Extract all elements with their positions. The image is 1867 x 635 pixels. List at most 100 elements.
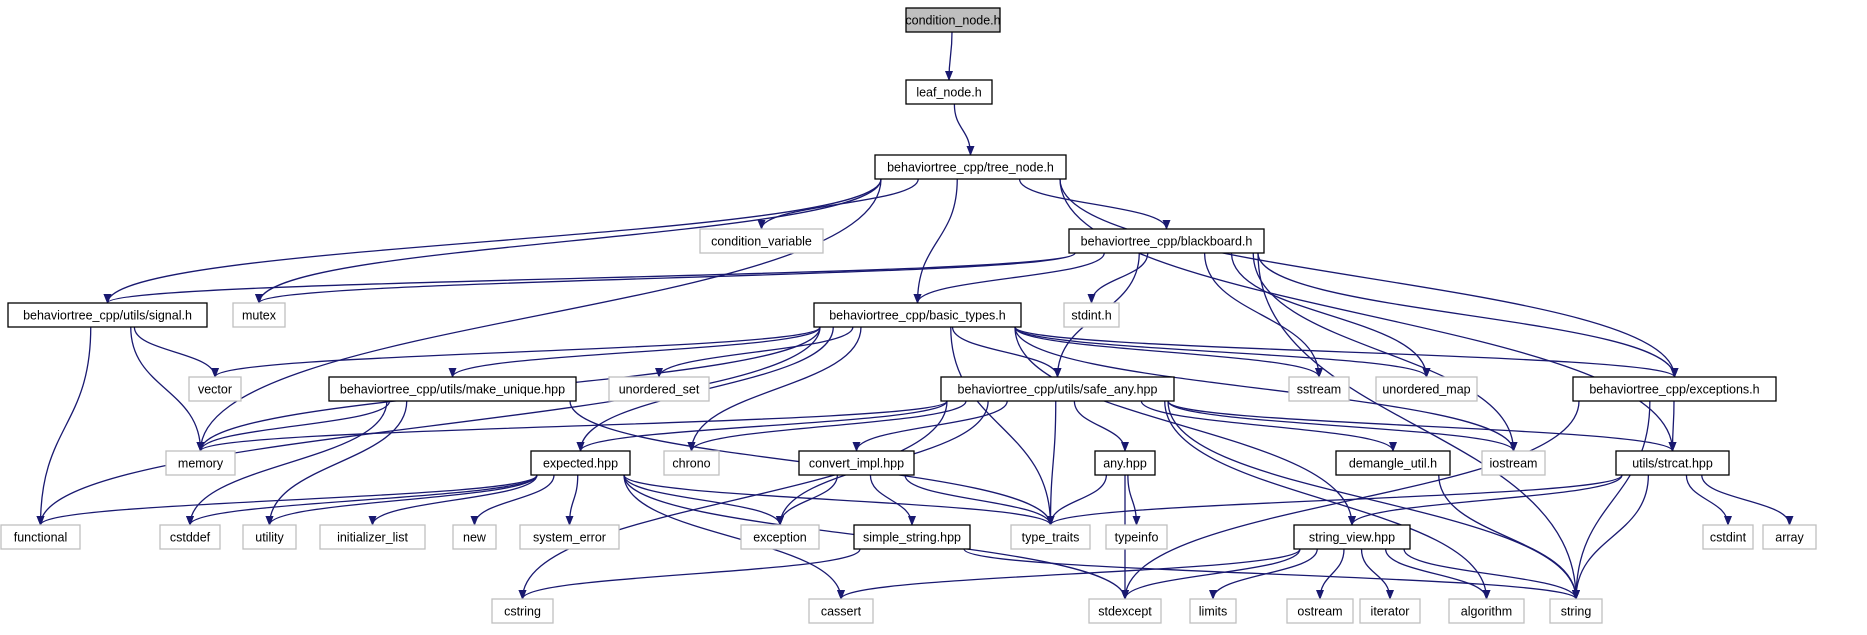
node-label: simple_string.hpp <box>863 531 961 545</box>
edge-tree-node-h-to-basic-types-h <box>913 178 958 304</box>
edge-expected-hpp-to-type-traits <box>623 474 1055 526</box>
node-box <box>1615 450 1730 476</box>
node-tree-node-h: behaviortree_cpp/tree_node.h <box>874 154 1067 180</box>
node-box <box>1286 598 1354 624</box>
node-sstream: sstream <box>1288 376 1350 402</box>
node-label: iostream <box>1490 457 1538 471</box>
node-algorithm: algorithm <box>1448 598 1525 624</box>
node-cstring: cstring <box>491 598 554 624</box>
edge-basic-types-h-to-make-unique-hpp <box>448 326 821 378</box>
edge-make-unique-hpp-to-utility <box>265 400 408 526</box>
edge-strcat-hpp-to-string-view-hpp <box>1348 474 1623 526</box>
edge-blackboard-h-to-sstream <box>1203 252 1323 378</box>
node-label: stdint.h <box>1071 309 1111 323</box>
node-label: chrono <box>672 457 710 471</box>
edge-simple-string-hpp-to-cstring <box>518 548 861 600</box>
node-initializer-list: initializer_list <box>319 524 426 550</box>
node-system-error: system_error <box>519 524 620 550</box>
node-stdint-h: stdint.h <box>1063 302 1120 328</box>
edge-condition-node-h-to-leaf-node-h <box>945 31 954 81</box>
node-label: any.hpp <box>1103 457 1147 471</box>
node-condition-node-h: condition_node.h <box>905 7 1001 33</box>
node-expected-hpp: expected.hpp <box>530 450 631 476</box>
node-label: utils/strcat.hpp <box>1632 457 1713 471</box>
edge-basic-types-h-to-string-view-hpp <box>1014 326 1356 526</box>
edge-strcat-hpp-to-array <box>1701 474 1794 526</box>
node-label: expected.hpp <box>543 457 618 471</box>
node-signal-h: behaviortree_cpp/utils/signal.h <box>7 302 208 328</box>
edge-blackboard-h-to-mutex <box>255 252 1076 304</box>
node-label: leaf_node.h <box>916 86 981 100</box>
node-make-unique-hpp: behaviortree_cpp/utils/make_unique.hpp <box>328 376 577 402</box>
node-box <box>1481 450 1546 476</box>
node-label: behaviortree_cpp/basic_types.h <box>829 309 1006 323</box>
node-utility: utility <box>242 524 297 550</box>
edge-make-unique-hpp-to-memory <box>196 400 391 452</box>
node-label: condition_node.h <box>905 14 1000 28</box>
node-limits: limits <box>1189 598 1237 624</box>
node-vector: vector <box>188 376 242 402</box>
node-box <box>1359 598 1421 624</box>
node-box <box>0 524 81 550</box>
edge-signal-h-to-memory <box>130 326 205 452</box>
edge-safe-any-hpp-to-convert-impl-hpp <box>852 400 1008 452</box>
node-simple-string-hpp: simple_string.hpp <box>853 524 971 550</box>
edge-exceptions-h-to-strcat-hpp <box>1668 400 1677 452</box>
edge-tree-node-h-to-signal-h <box>103 178 882 304</box>
node-box <box>608 376 710 402</box>
node-box <box>813 302 1022 328</box>
edge-tree-node-h-to-blackboard-h <box>1018 178 1171 230</box>
node-box <box>7 302 208 328</box>
edge-simple-string-hpp-to-string <box>963 548 1580 600</box>
node-box <box>874 154 1067 180</box>
node-demangle-util-h: demangle_util.h <box>1335 450 1451 476</box>
node-exceptions-h: behaviortree_cpp/exceptions.h <box>1572 376 1777 402</box>
node-string-view-hpp: string_view.hpp <box>1293 524 1411 550</box>
node-box <box>165 450 236 476</box>
node-box <box>699 228 824 254</box>
node-label: behaviortree_cpp/utils/make_unique.hpp <box>340 383 565 397</box>
node-array: array <box>1762 524 1817 550</box>
edge-expected-hpp-to-cassert <box>623 474 845 600</box>
edge-basic-types-h-to-sstream <box>1014 326 1323 378</box>
node-ostream: ostream <box>1286 598 1354 624</box>
node-memory: memory <box>165 450 236 476</box>
edge-safe-any-hpp-to-type-traits <box>1046 400 1057 526</box>
node-iterator: iterator <box>1359 598 1421 624</box>
node-unordered-set: unordered_set <box>608 376 710 402</box>
node-condition-variable: condition_variable <box>699 228 824 254</box>
node-label: behaviortree_cpp/exceptions.h <box>1589 383 1759 397</box>
node-label: typeinfo <box>1115 531 1159 545</box>
edge-convert-impl-hpp-to-exception <box>776 474 839 526</box>
edge-basic-types-h-to-type-traits <box>950 326 1055 526</box>
edge-expected-hpp-to-new <box>470 474 555 526</box>
edge-tree-node-h-to-exceptions-h <box>1059 178 1679 378</box>
edge-blackboard-h-to-exceptions-h <box>1257 252 1679 378</box>
node-box <box>452 524 497 550</box>
node-exception: exception <box>740 524 820 550</box>
edge-safe-any-hpp-to-iostream <box>1167 400 1518 452</box>
node-box <box>188 376 242 402</box>
node-box <box>853 524 971 550</box>
edge-convert-impl-hpp-to-type-traits <box>904 474 1055 526</box>
node-label: array <box>1775 531 1804 545</box>
edges-layer <box>36 31 1794 600</box>
node-box <box>798 450 915 476</box>
node-box <box>1702 524 1754 550</box>
node-label: behaviortree_cpp/blackboard.h <box>1081 235 1253 249</box>
edge-safe-any-hpp-to-cstring <box>518 400 948 600</box>
node-cassert: cassert <box>808 598 874 624</box>
node-box <box>940 376 1175 402</box>
node-label: cstring <box>504 605 541 619</box>
node-box <box>1063 302 1120 328</box>
node-cstdint: cstdint <box>1702 524 1754 550</box>
node-label: functional <box>14 531 68 545</box>
node-label: mutex <box>242 309 277 323</box>
node-label: iterator <box>1371 605 1410 619</box>
edge-basic-types-h-to-safe-any-hpp <box>951 326 1062 378</box>
node-box <box>1572 376 1777 402</box>
edge-tree-node-h-to-mutex <box>255 178 882 304</box>
node-label: vector <box>198 383 232 397</box>
edge-exceptions-h-to-string <box>1572 400 1651 600</box>
